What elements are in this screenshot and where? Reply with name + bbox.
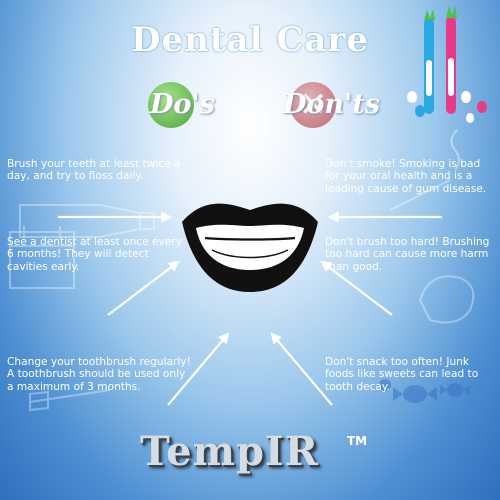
arrow-dont-3 (270, 332, 333, 406)
trademark-mark: TM (347, 434, 368, 448)
toothbrush-pair-icon (424, 5, 457, 114)
check-badge-icon (148, 82, 194, 128)
dont-tip-brush-hard: Don't brush too hard! Brushing too hard … (325, 236, 490, 273)
smile-mouth-icon (182, 203, 318, 292)
donts-heading: Don'ts (283, 89, 380, 120)
arrow-do-2 (107, 260, 180, 316)
toothpaste-icon (19, 204, 155, 238)
arrows (58, 211, 442, 406)
arrow-do-3 (167, 332, 230, 406)
dont-tip-snacking: Don't snack too often! Junk foods like s… (325, 356, 479, 393)
toothbrush-heads-icon (407, 91, 487, 123)
page-title: Dental Care (131, 20, 369, 60)
do-tip-dentist: See a dentist at least once every 6 mont… (7, 236, 182, 273)
dont-tip-smoking: Don't smoke! Smoking is bad for your ora… (325, 158, 487, 195)
candy-icon (379, 379, 470, 403)
brand-logo: TempIR (140, 428, 319, 475)
dos-heading: Do's (150, 89, 215, 120)
do-tip-brushing: Brush your teeth at least twice a day, a… (7, 158, 181, 183)
cigarette-icon (389, 129, 460, 211)
x-badge-icon: ✕ (290, 82, 336, 128)
flexed-arm-icon (418, 275, 475, 324)
do-tip-toothbrush: Change your toothbrush regularly! A toot… (7, 356, 191, 393)
old-toothbrush-icon (29, 389, 111, 412)
arrow-dont-2 (320, 260, 393, 316)
calendar-icon (9, 226, 75, 289)
